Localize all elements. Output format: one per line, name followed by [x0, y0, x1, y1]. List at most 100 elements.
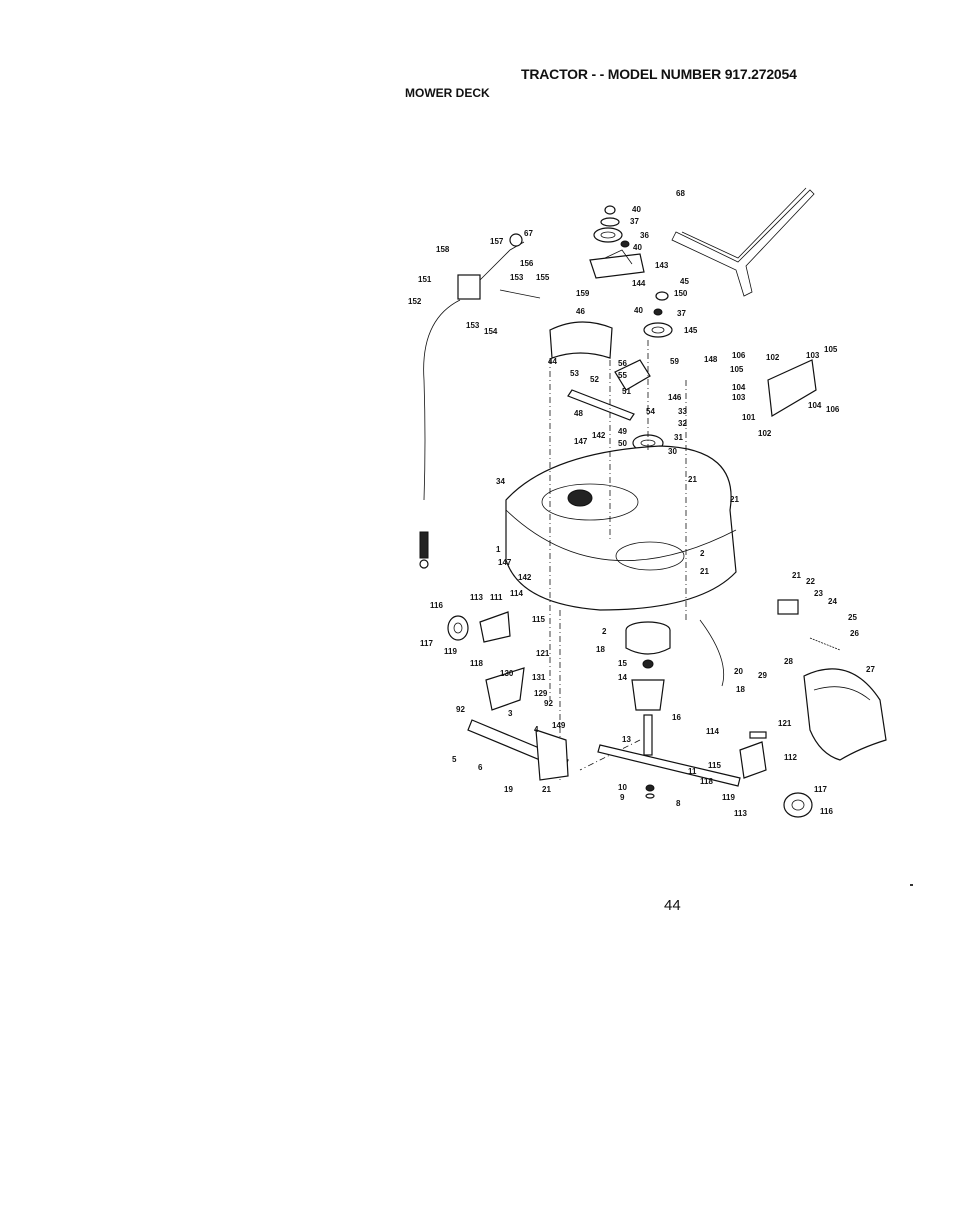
- part-number-label: 13: [622, 735, 631, 744]
- part-number-label: 158: [436, 245, 450, 254]
- part-number-label: 14: [618, 673, 627, 682]
- part-number-label: 113: [470, 593, 483, 602]
- part-number-label: 56: [618, 359, 627, 368]
- part-number-label: 67: [524, 229, 533, 238]
- part-number-label: 21: [730, 495, 739, 504]
- part-number-label: 40: [633, 243, 642, 252]
- part-number-label: 8: [676, 799, 681, 808]
- part-number-label: 101: [742, 413, 756, 422]
- part-number-label: 34: [496, 477, 505, 486]
- part-number-label: 104: [808, 401, 822, 410]
- part-number-label: 59: [670, 357, 679, 366]
- part-number-label: 130: [500, 669, 514, 678]
- part-number-label: 118: [700, 777, 713, 786]
- part-number-label: 10: [618, 783, 627, 792]
- part-number-label: 21: [542, 785, 551, 794]
- part-number-label: 150: [674, 289, 688, 298]
- part-number-label: 37: [677, 309, 686, 318]
- part-number-label: 142: [518, 573, 532, 582]
- part-number-label: 114: [510, 589, 523, 598]
- part-number-label: 29: [758, 671, 767, 680]
- part-number-label: 106: [826, 405, 840, 414]
- part-number-label: 45: [680, 277, 689, 286]
- part-number-label: 28: [784, 657, 793, 666]
- part-number-label: 6: [478, 763, 483, 772]
- part-number-label: 115: [532, 615, 545, 624]
- part-number-label: 18: [596, 645, 605, 654]
- part-number-label: 153: [510, 273, 524, 282]
- part-number-label: 118: [470, 659, 483, 668]
- part-number-label: 4: [534, 725, 539, 734]
- part-number-label: 54: [646, 407, 655, 416]
- part-number-label: 144: [632, 279, 646, 288]
- part-number-label: 20: [734, 667, 743, 676]
- part-number-label: 9: [620, 793, 625, 802]
- part-number-label: 31: [674, 433, 683, 442]
- part-number-label: 40: [632, 205, 641, 214]
- part-number-label: 32: [678, 419, 687, 428]
- part-number-label: 102: [758, 429, 772, 438]
- part-number-label: 145: [684, 326, 698, 335]
- part-number-label: 106: [732, 351, 746, 360]
- part-number-label: 55: [618, 371, 627, 380]
- part-number-label: 112: [784, 753, 797, 762]
- part-number-label: 15: [618, 659, 627, 668]
- part-number-label: 2: [700, 549, 705, 558]
- part-number-label: 143: [655, 261, 669, 270]
- part-number-label: 155: [536, 273, 550, 282]
- part-number-label: 111: [490, 593, 503, 602]
- part-number-label: 24: [828, 597, 837, 606]
- part-number-label: 23: [814, 589, 823, 598]
- part-number-label: 104: [732, 383, 746, 392]
- part-number-label: 105: [824, 345, 838, 354]
- part-number-label: 113: [734, 809, 747, 818]
- part-number-label: 21: [700, 567, 709, 576]
- part-number-label: 92: [544, 699, 553, 708]
- part-number-label: 156: [520, 259, 534, 268]
- part-number-label: 53: [570, 369, 579, 378]
- part-number-label: 19: [504, 785, 513, 794]
- part-number-label: 40: [634, 306, 643, 315]
- part-number-label: 21: [792, 571, 801, 580]
- part-number-label: 129: [534, 689, 548, 698]
- part-number-label: 5: [452, 755, 457, 764]
- part-number-label: 50: [618, 439, 627, 448]
- part-number-label: 114: [706, 727, 719, 736]
- part-number-label: 147: [574, 437, 588, 446]
- part-number-label: 44: [548, 357, 557, 366]
- part-number-label: 26: [850, 629, 859, 638]
- part-number-label: 3: [508, 709, 513, 718]
- part-number-label: 147: [498, 558, 512, 567]
- mower-deck-exploded-diagram: 68 40 37 36 40 143 144 45 150 159 40 37 …: [400, 180, 887, 830]
- part-number-label: 121: [778, 719, 792, 728]
- part-number-label: 119: [722, 793, 735, 802]
- part-number-label: 30: [668, 447, 677, 456]
- part-number-label: 146: [668, 393, 682, 402]
- part-number-label: 48: [574, 409, 583, 418]
- part-number-label: 121: [536, 649, 550, 658]
- part-number-label: 33: [678, 407, 687, 416]
- section-subtitle: MOWER DECK: [405, 86, 490, 100]
- page-title: TRACTOR - - MODEL NUMBER 917.272054: [521, 66, 797, 82]
- part-number-label: 119: [444, 647, 457, 656]
- part-number-label: 148: [704, 355, 718, 364]
- part-number-label: 36: [640, 231, 649, 240]
- part-number-label: 92: [456, 705, 465, 714]
- part-number-label: 37: [630, 217, 639, 226]
- part-number-label: 16: [672, 713, 681, 722]
- part-number-label: 102: [766, 353, 780, 362]
- part-number-label: 153: [466, 321, 480, 330]
- part-number-label: 115: [708, 761, 721, 770]
- part-number-label: 2: [602, 627, 607, 636]
- part-number-label: 152: [408, 297, 422, 306]
- part-number-label: 105: [730, 365, 744, 374]
- part-number-label: 159: [576, 289, 590, 298]
- page-number: 44: [664, 897, 681, 914]
- part-number-label: 116: [820, 807, 833, 816]
- part-number-label: 21: [688, 475, 697, 484]
- part-number-label: 49: [618, 427, 627, 436]
- part-number-label: 103: [806, 351, 820, 360]
- part-number-label: 27: [866, 665, 875, 674]
- part-number-label: 68: [676, 189, 685, 198]
- part-number-label: 142: [592, 431, 606, 440]
